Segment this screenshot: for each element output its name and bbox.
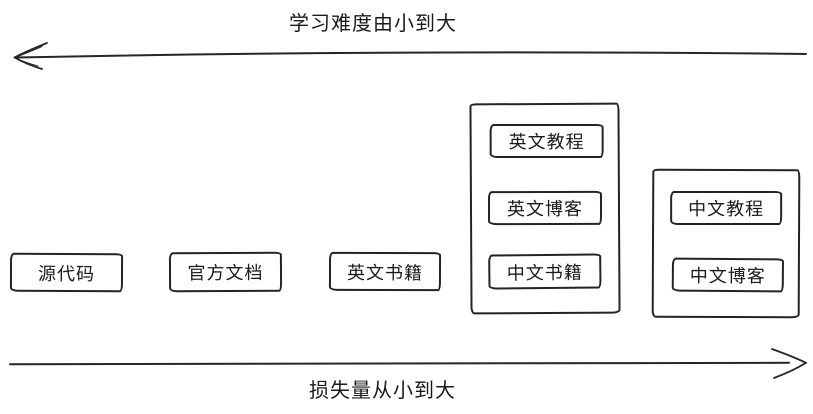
box-official-docs-label: 官方文档 [187, 262, 264, 284]
box-english-tutorials-label: 英文教程 [508, 131, 585, 153]
box-english-blogs-label: 英文博客 [506, 198, 584, 220]
right-arrow-icon [9, 348, 807, 379]
box-english-blogs: 英文博客 [487, 190, 603, 226]
box-official-docs: 官方文档 [168, 251, 283, 293]
group-box-english-resources: 英文教程 英文博客 中文书籍 [469, 102, 621, 315]
box-chinese-blogs-label: 中文博客 [689, 265, 766, 287]
box-source-code: 源代码 [9, 252, 124, 293]
box-chinese-tutorials: 中文教程 [670, 190, 783, 226]
box-english-books: 英文书籍 [328, 251, 442, 292]
box-english-tutorials: 英文教程 [489, 123, 604, 159]
bottom-axis-label: 损失量从小到大 [309, 380, 456, 402]
top-axis-label: 学习难度由小到大 [289, 13, 457, 35]
group-box-chinese-resources: 中文教程 中文博客 [651, 168, 801, 319]
box-chinese-tutorials-label: 中文教程 [688, 198, 765, 220]
box-chinese-books: 中文书籍 [488, 253, 602, 290]
box-chinese-blogs: 中文博客 [671, 257, 784, 293]
left-arrow-icon [13, 42, 807, 70]
box-chinese-books-label: 中文书籍 [506, 262, 583, 283]
box-source-code-label: 源代码 [37, 263, 96, 284]
box-english-books-label: 英文书籍 [346, 262, 424, 283]
